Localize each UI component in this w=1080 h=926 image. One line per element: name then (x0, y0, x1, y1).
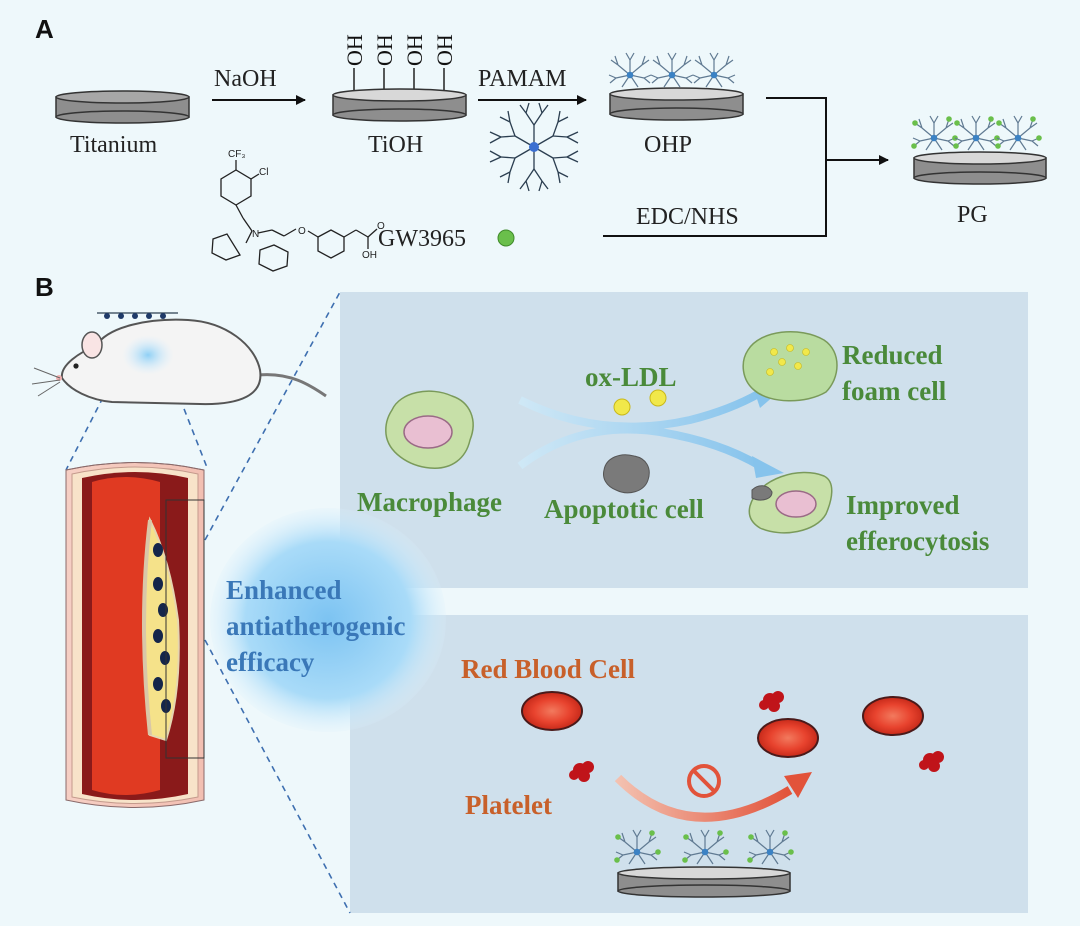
apoptotic-cell-icon (603, 454, 650, 494)
efferocytosis-arrow (517, 425, 763, 470)
rbc-label: Red Blood Cell (461, 654, 636, 684)
platelet-icon (569, 761, 594, 782)
pg-surface-disc (614, 830, 794, 898)
ox-ldl-particle (613, 398, 631, 416)
reduced-foam-cell-label-2: foam cell (842, 376, 947, 406)
blood-vessel (65, 462, 205, 808)
blocked-arrow-head (784, 772, 812, 798)
zoom-lines (65, 291, 351, 914)
reduced-foam-cell-label-1: Reduced (842, 340, 943, 370)
ohp-disc (608, 52, 744, 121)
platelet-label: Platelet (465, 790, 552, 820)
ox-ldl-label: ox-LDL (585, 362, 677, 392)
platelet-icon (919, 751, 944, 772)
red-blood-cells (521, 691, 924, 758)
pamam-label: PAMAM (478, 66, 567, 92)
gw3965-dot (497, 229, 515, 247)
pg-disc (911, 116, 1047, 185)
atom-oh: OH (362, 250, 377, 261)
enhanced-label-2: antiatherogenic (226, 611, 406, 641)
platelet-icon (759, 691, 784, 712)
oh-label: OH (372, 34, 397, 66)
tioh-label: TiOH (368, 132, 424, 158)
foam-cell (742, 330, 838, 402)
atom-cl: Cl (259, 167, 268, 178)
atom-o: O (377, 221, 385, 232)
merge-lines (603, 97, 889, 237)
ohp-label: OHP (644, 132, 693, 158)
oh-label: OH (402, 34, 427, 66)
efficacy-glow (210, 508, 446, 732)
oh-groups: OH OH OH OH (342, 34, 457, 66)
atom-o: O (298, 226, 306, 237)
enhanced-label-3: efficacy (226, 647, 315, 677)
blocked-arrow (614, 774, 793, 822)
pamam-dendrimer-icon (489, 102, 579, 192)
improved-efferocytosis-label-2: efferocytosis (846, 526, 990, 556)
panel-label-a: A (35, 14, 54, 44)
pg-label: PG (957, 202, 988, 228)
gw3965-label: GW3965 (378, 226, 466, 252)
foam-arrow (518, 389, 762, 431)
improved-efferocytosis-label-1: Improved (846, 490, 960, 520)
edc-nhs-label: EDC/NHS (636, 204, 739, 230)
rbc (521, 691, 583, 731)
oh-label: OH (432, 34, 457, 66)
titanium-label: Titanium (70, 132, 158, 158)
naoh-label: NaOH (214, 66, 277, 92)
mouse-illustration (31, 312, 327, 406)
panel-label-b: B (35, 272, 54, 302)
tioh-disc (332, 68, 467, 122)
macrophage-cell (385, 390, 474, 469)
rbc (862, 696, 924, 736)
rbc (757, 718, 819, 758)
ox-ldl-particle (649, 389, 667, 407)
platelets (569, 691, 944, 782)
macrophage-label: Macrophage (357, 487, 502, 517)
atom-cf3: CF₃ (228, 149, 245, 160)
efferocytosis-arrow-head (752, 456, 784, 478)
enhanced-label-1: Enhanced (226, 575, 342, 605)
prohibition-icon (687, 764, 721, 798)
oh-label: OH (342, 34, 367, 66)
apoptotic-cell-label: Apoptotic cell (544, 494, 704, 524)
platelet-panel (350, 615, 1028, 913)
efferocytosis-cell (748, 471, 833, 534)
titanium-disc (55, 90, 190, 124)
gw3965-molecule (211, 160, 378, 272)
atom-n: N (252, 229, 259, 240)
molecule-atoms: CF₃ Cl N O O OH (228, 149, 385, 261)
